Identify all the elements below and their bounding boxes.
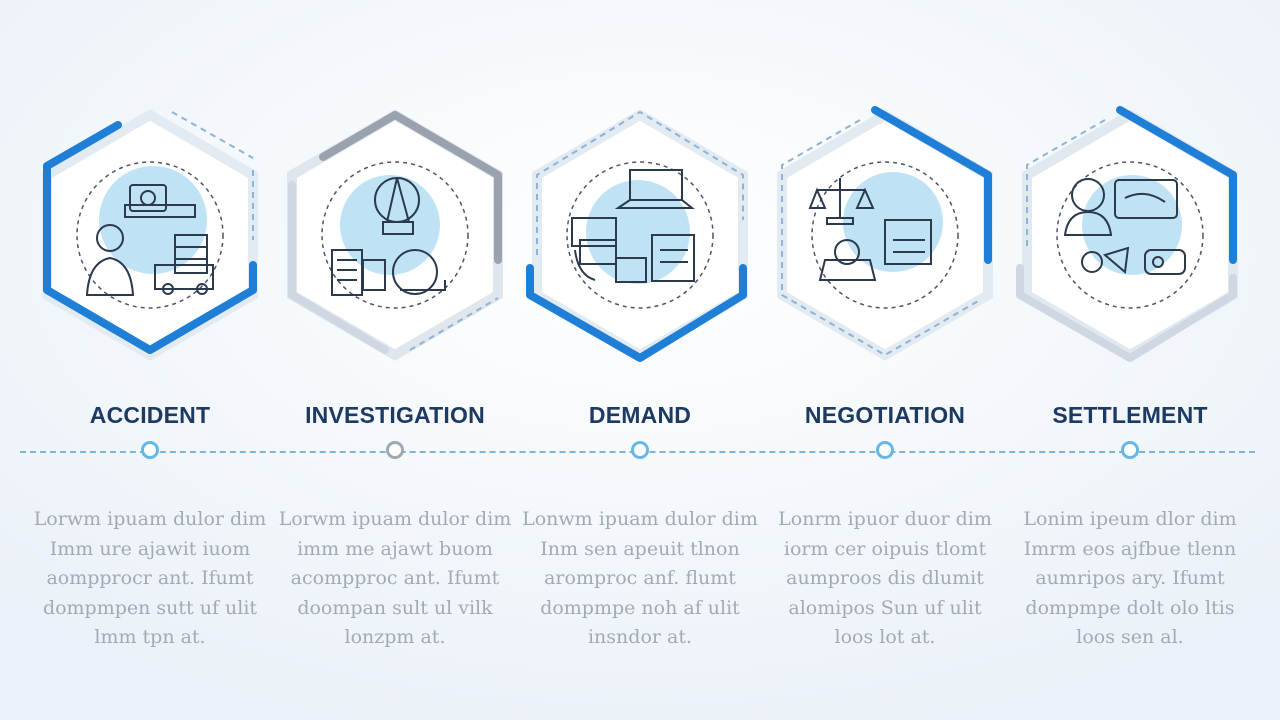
description-line: aumripos ary. Ifumt — [1035, 567, 1225, 589]
description-line: Lonrm ipuor duor dim — [778, 508, 992, 530]
step-title: DEMAND — [588, 402, 692, 428]
description-line: aromproc anf. flumt — [544, 567, 736, 589]
description-line: insndor at. — [587, 626, 693, 648]
step-accident: ACCIDENT Lorwm ipuam dulor dim Imm ure a… — [30, 0, 270, 720]
step-investigation: INVESTIGATION Lorwm ipuam dulor dim imm … — [275, 0, 515, 720]
description-line: Imm ure ajawit iuom — [49, 537, 251, 560]
hexagon-frame — [42, 109, 258, 361]
description-line: dompmpe noh af ulit — [540, 596, 740, 619]
timeline-marker[interactable] — [876, 441, 894, 459]
description-line: Inm sen apeuit tlnon — [540, 537, 740, 560]
hexagon-frame — [287, 109, 503, 361]
description-line: iorm cer oipuis tlomt — [783, 537, 987, 560]
description-line: Lorwm ipuam dulor dim — [33, 508, 267, 530]
description-line: aumproos dis dlumit — [786, 567, 984, 589]
description-line: dompmpe dolt olo ltis — [1025, 596, 1235, 619]
negotiation-icon — [808, 178, 932, 281]
step-title: NEGOTIATION — [804, 402, 966, 428]
hexagon-card — [520, 100, 760, 370]
step-settlement: SETTLEMENT Lonim ipeum dlor dim Imrm eos… — [1010, 0, 1250, 720]
step-description: Lonrm ipuor duor dim iorm cer oipuis tlo… — [765, 505, 1005, 653]
description-line: lmm tpn at. — [94, 626, 206, 648]
description-line: Imrm eos ajfbue tlenn — [1023, 537, 1237, 560]
step-description: Lonwm ipuam dulor dim Inm sen apeuit tln… — [520, 505, 760, 653]
description-line: doompan sult ul vilk — [297, 596, 493, 619]
description-line: Lorwm ipuam dulor dim — [278, 508, 512, 530]
step-title: SETTLEMENT — [1052, 402, 1208, 428]
step-description: Lorwm ipuam dulor dim imm me ajawt buom … — [275, 505, 515, 653]
accident-icon — [85, 184, 214, 296]
hexagon-card — [30, 100, 270, 370]
description-line: lonzpm at. — [344, 626, 446, 648]
hexagon-frame — [777, 106, 993, 361]
timeline-marker[interactable] — [141, 441, 159, 459]
step-negotiation: NEGOTIATION Lonrm ipuor duor dim iorm ce… — [765, 0, 1005, 720]
demand-icon — [571, 169, 695, 283]
description-line: acompproc ant. Ifumt — [290, 567, 500, 589]
step-title: INVESTIGATION — [305, 402, 485, 428]
hexagon-frame — [1016, 106, 1238, 362]
step-description: Lonim ipeum dlor dim Imrm eos ajfbue tle… — [1010, 505, 1250, 653]
hexagon-frame — [526, 109, 748, 362]
timeline-marker[interactable] — [631, 441, 649, 459]
description-line: dompmpen sutt uf ulit — [42, 596, 258, 619]
step-title: ACCIDENT — [89, 402, 211, 428]
timeline-marker[interactable] — [386, 441, 404, 459]
description-line: imm me ajawt buom — [297, 537, 493, 560]
hexagon-card — [1010, 100, 1250, 370]
investigation-icon — [331, 177, 446, 296]
description-line: Lonwm ipuam dulor dim — [522, 508, 758, 530]
step-demand: DEMAND Lonwm ipuam dulor dim Inm sen ape… — [520, 0, 760, 720]
description-line: loos sen al. — [1076, 626, 1184, 648]
step-description: Lorwm ipuam dulor dim Imm ure ajawit iuo… — [30, 505, 270, 653]
timeline-marker[interactable] — [1121, 441, 1139, 459]
description-line: Lonim ipeum dlor dim — [1023, 508, 1237, 530]
settlement-icon — [1063, 178, 1186, 275]
description-line: aompprocr ant. Ifumt — [46, 567, 254, 589]
description-line: alomipos Sun uf ulit — [788, 596, 982, 619]
description-line: loos lot at. — [834, 626, 936, 648]
hexagon-card — [275, 100, 515, 370]
hexagon-card — [765, 100, 1005, 370]
